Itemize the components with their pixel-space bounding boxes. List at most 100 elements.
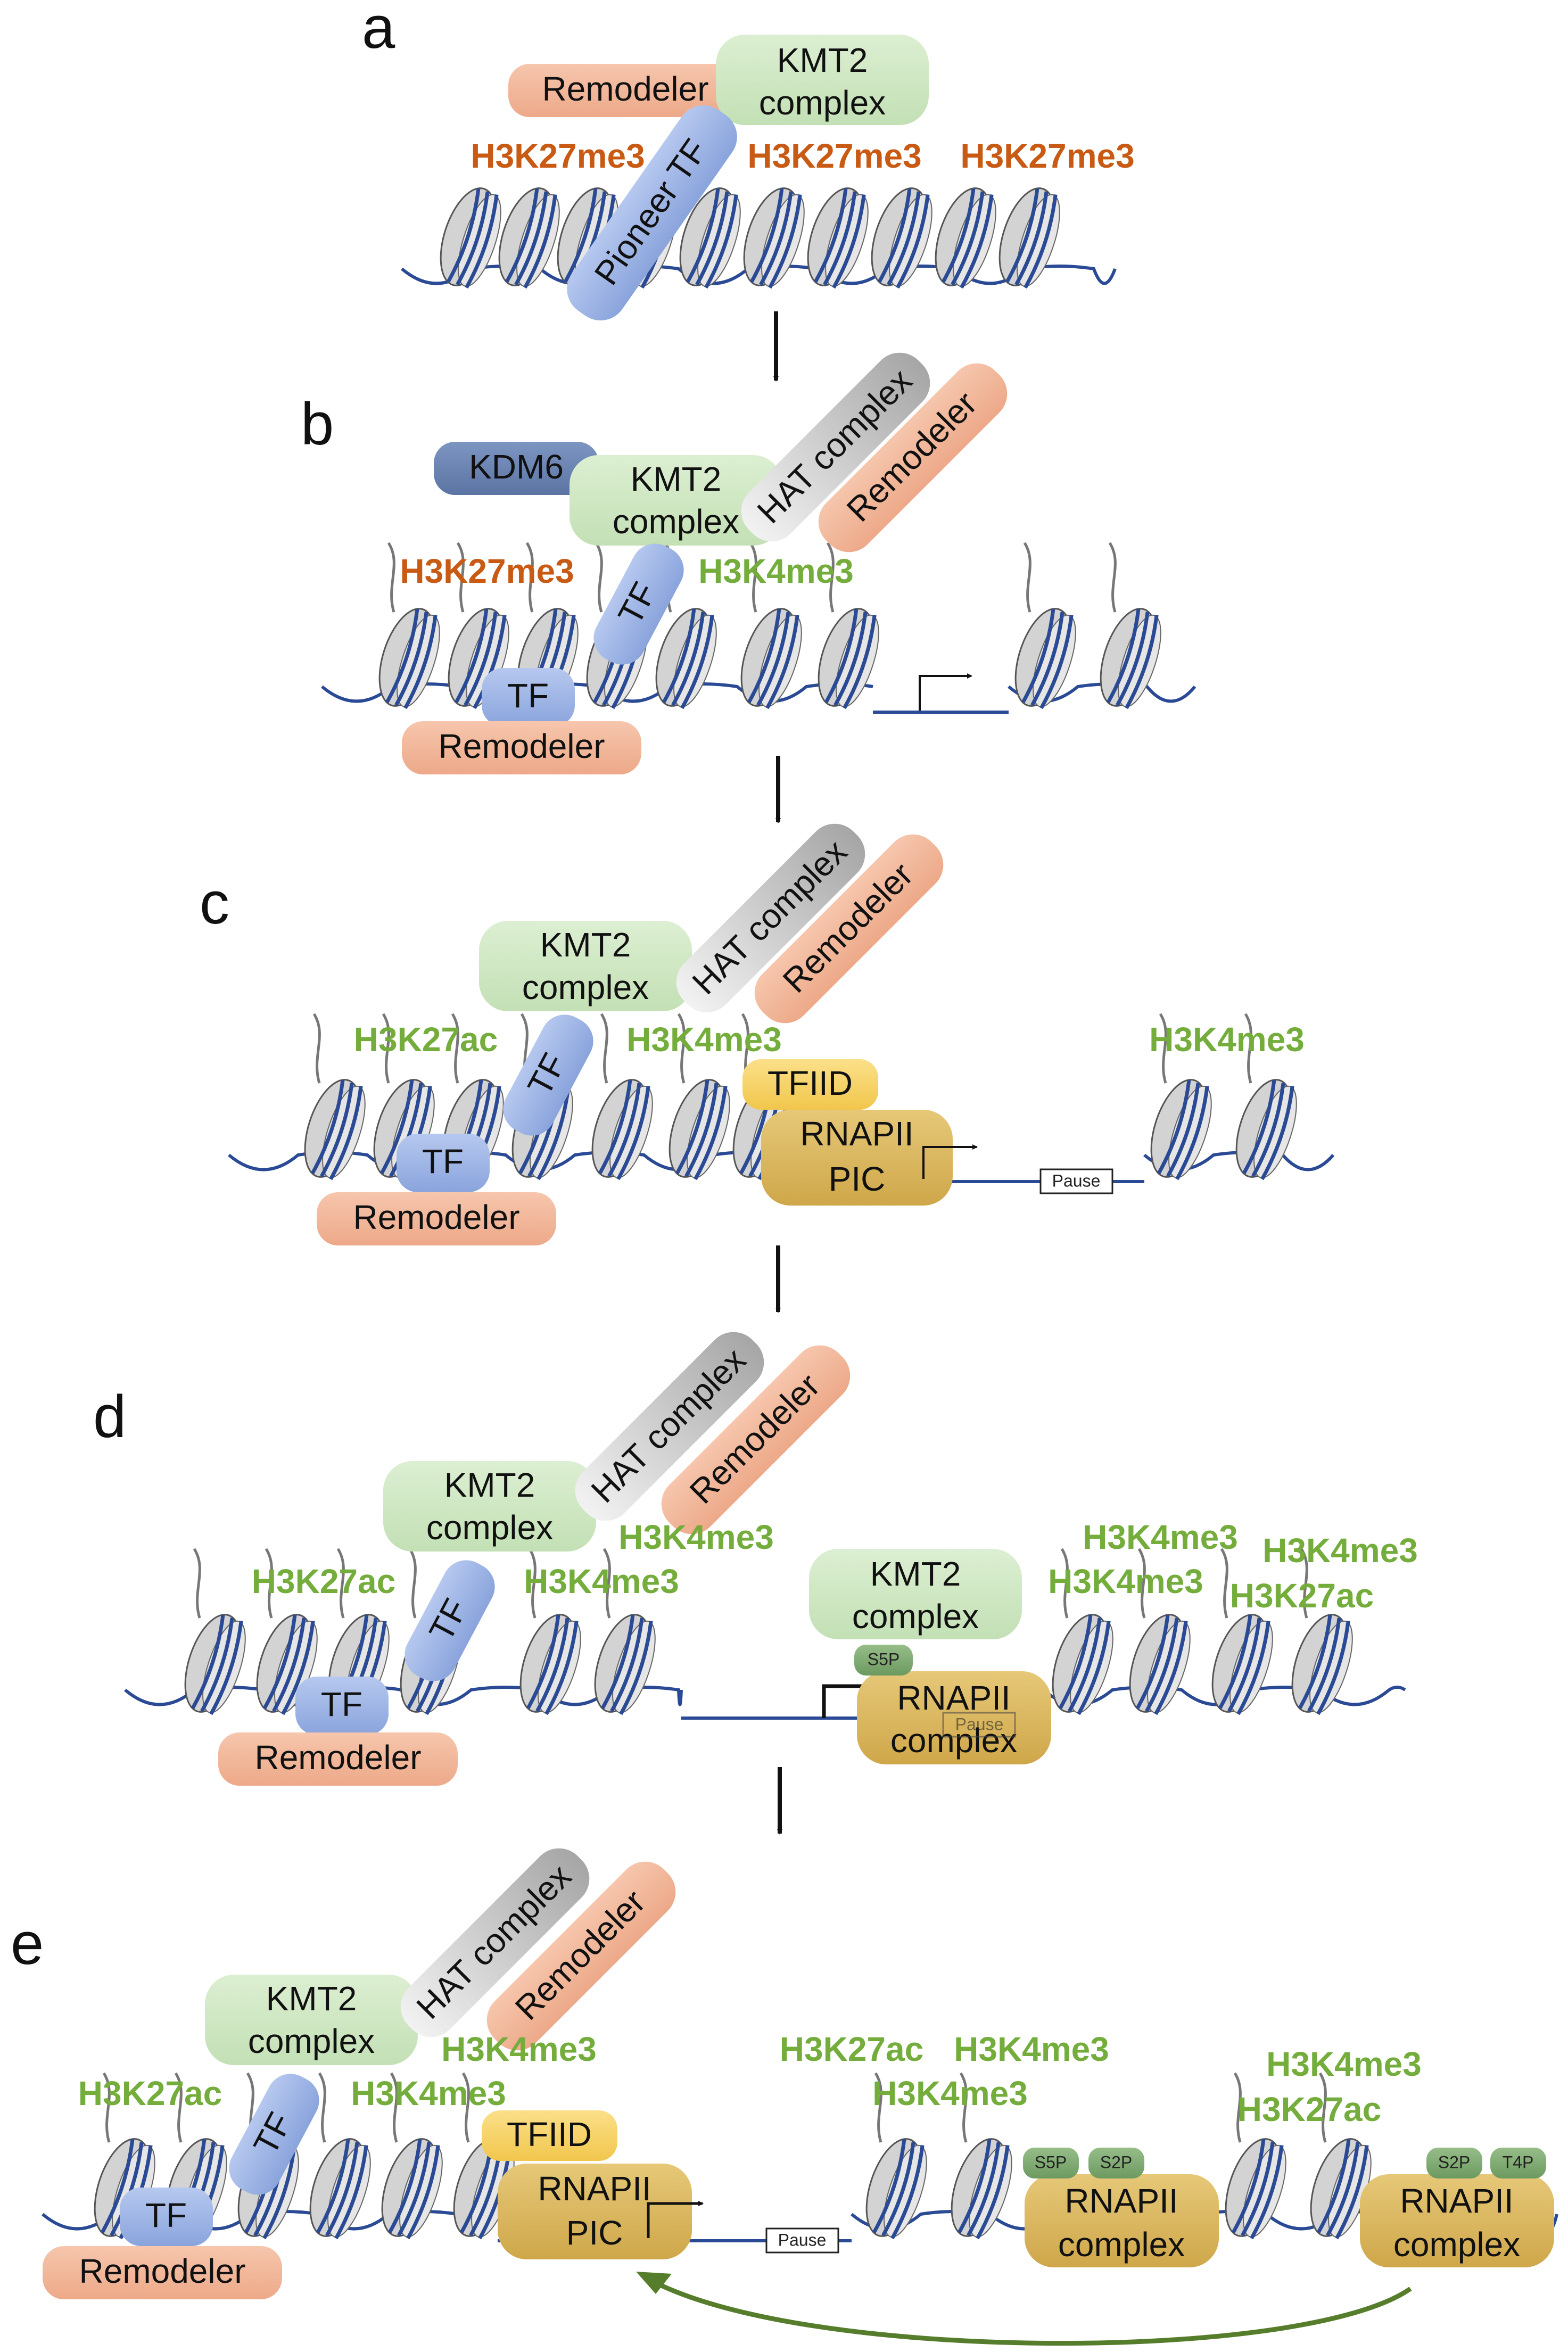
panel-c: c KMT2 complex HAT complex Remodeler H3K… [200, 823, 1335, 1245]
h3k27ac-mark: H3K27ac [1230, 1577, 1374, 1615]
histone-tail [874, 2072, 882, 2143]
panel-label-b: b [301, 391, 334, 457]
svg-text:RNAPII: RNAPII [1064, 2182, 1178, 2220]
nucleosome [679, 187, 741, 289]
kmt2-complex-box: KMT2 complex [716, 35, 929, 125]
histone-tail [312, 1013, 321, 1084]
panel-label-a: a [362, 0, 395, 61]
histone-tail [174, 2072, 183, 2143]
h3k27me3-mark: H3K27me3 [960, 137, 1134, 175]
histone-tail [390, 2072, 398, 2143]
svg-text:Remodeler: Remodeler [542, 70, 708, 108]
h3k4me3-mark: H3K4me3 [441, 2030, 597, 2068]
histone-tail [1300, 1548, 1308, 1619]
tf-box: TF [593, 543, 684, 665]
svg-text:Remodeler: Remodeler [79, 2252, 245, 2290]
histone-tail [826, 542, 835, 613]
panel-label-d: d [93, 1383, 126, 1450]
h3k27me3-mark: H3K27me3 [747, 137, 921, 175]
svg-text:TF: TF [145, 2196, 187, 2234]
transcription-start-arrow [822, 1683, 874, 1718]
pause-site-box: Pause [765, 2227, 839, 2254]
histone-tail [528, 1548, 537, 1619]
pause-site-box: Pause [1039, 1168, 1113, 1194]
histone-tail [451, 1013, 459, 1084]
kdm6-box: KDM6 [434, 442, 599, 495]
h3k27ac-mark: H3K27ac [78, 2074, 222, 2112]
svg-text:complex: complex [613, 502, 739, 541]
tf-box: TF [295, 1677, 389, 1735]
svg-text:KDM6: KDM6 [469, 448, 564, 486]
panel-label-c: c [200, 870, 229, 936]
s2p-ctd-badge: S2P [1088, 2148, 1144, 2178]
nucleosome [669, 1079, 730, 1181]
rnapii-pic-box: RNAPII PIC [498, 2164, 692, 2259]
svg-text:KMT2: KMT2 [777, 41, 868, 79]
nucleosome [591, 1079, 653, 1181]
svg-text:TF: TF [422, 1142, 464, 1181]
histone-tail [382, 1013, 390, 1084]
histone-tail [318, 2072, 326, 2143]
svg-text:Remodeler: Remodeler [254, 1738, 421, 1777]
nucleosome [871, 187, 932, 289]
nucleosome [1225, 2138, 1286, 2240]
nucleosome [440, 187, 501, 289]
svg-text:TF: TF [321, 1685, 362, 1723]
tf-box: TF [120, 2188, 213, 2246]
nucleosome [1310, 2138, 1372, 2240]
histone-tail [1023, 542, 1031, 613]
nucleosome [381, 2138, 443, 2240]
panel-b: b KDM6 KMT2 complex HAT complex Remodele… [301, 352, 1196, 774]
svg-text:Pause: Pause [778, 2230, 827, 2249]
svg-text:complex: complex [426, 1508, 553, 1547]
panel-e: e KMT2 complex HAT complex Remodeler H3K… [11, 1848, 1558, 2346]
transcription-start-arrow [922, 1144, 978, 1179]
svg-text:complex: complex [248, 2022, 375, 2060]
svg-text:Pause: Pause [955, 1714, 1004, 1734]
nucleosome [498, 187, 560, 289]
svg-text:S2P: S2P [1100, 2152, 1132, 2172]
svg-text:complex: complex [759, 84, 886, 122]
svg-text:RNAPII: RNAPII [538, 2169, 651, 2208]
panel-label-e: e [11, 1910, 44, 1977]
svg-text:complex: complex [1393, 2225, 1520, 2264]
remodeler-box: Remodeler [218, 1732, 458, 1786]
svg-text:TFIID: TFIID [768, 1064, 853, 1102]
histone-tail [461, 2072, 470, 2143]
kmt2-complex-box: KMT2 complex [570, 455, 782, 546]
h3k4me3-mark: H3K4me3 [1262, 1531, 1418, 1570]
nucleosome [1014, 608, 1076, 709]
svg-text:Remodeler: Remodeler [438, 727, 605, 765]
panel-d: d KMT2 complex HAT complex Remodeler H3K… [93, 1332, 1418, 1786]
h3k27ac-mark: H3K27ac [252, 1562, 395, 1600]
nucleosome [1211, 1614, 1273, 1715]
histone-tail [456, 542, 465, 613]
h3k4me3-mark: H3K4me3 [1149, 1020, 1305, 1059]
svg-text:S5P: S5P [868, 1649, 899, 1669]
svg-text:KMT2: KMT2 [870, 1555, 961, 1593]
pause-site-box: Pause [942, 1712, 1016, 1738]
transcription-start-arrow [647, 2201, 704, 2238]
t4p-ctd-badge: T4P [1490, 2148, 1546, 2178]
h3k4me3-mark: H3K4me3 [698, 552, 854, 590]
h3k4me3-mark: H3K4me3 [1083, 1518, 1238, 1556]
s5p-ctd-badge: S5P [854, 1645, 913, 1676]
svg-text:PIC: PIC [566, 2214, 623, 2252]
histone-tail [1220, 1548, 1228, 1619]
histone-tail [265, 1548, 273, 1619]
svg-text:KMT2: KMT2 [444, 1466, 535, 1504]
svg-text:KMT2: KMT2 [266, 1979, 357, 2018]
h3k27me3-mark: H3K27me3 [400, 552, 574, 590]
nucleosome [184, 1614, 246, 1715]
kmt2-complex-box: KMT2 complex [479, 921, 692, 1011]
histone-tail [193, 1548, 201, 1619]
h3k4me3-mark: H3K4me3 [1048, 1562, 1203, 1600]
h3k27ac-mark: H3K27ac [1237, 2090, 1381, 2128]
h3k27me3-mark: H3K27me3 [471, 137, 645, 175]
panel-a: a Remodeler KMT2 complex H3K27me3 H3K27m… [362, 0, 1135, 321]
rnapii-complex-box: RNAPII complex [1025, 2174, 1219, 2267]
svg-text:KMT2: KMT2 [540, 926, 631, 964]
histone-tail [102, 2072, 111, 2143]
histone-tail [1318, 2072, 1327, 2143]
nucleosome [1150, 1079, 1212, 1181]
